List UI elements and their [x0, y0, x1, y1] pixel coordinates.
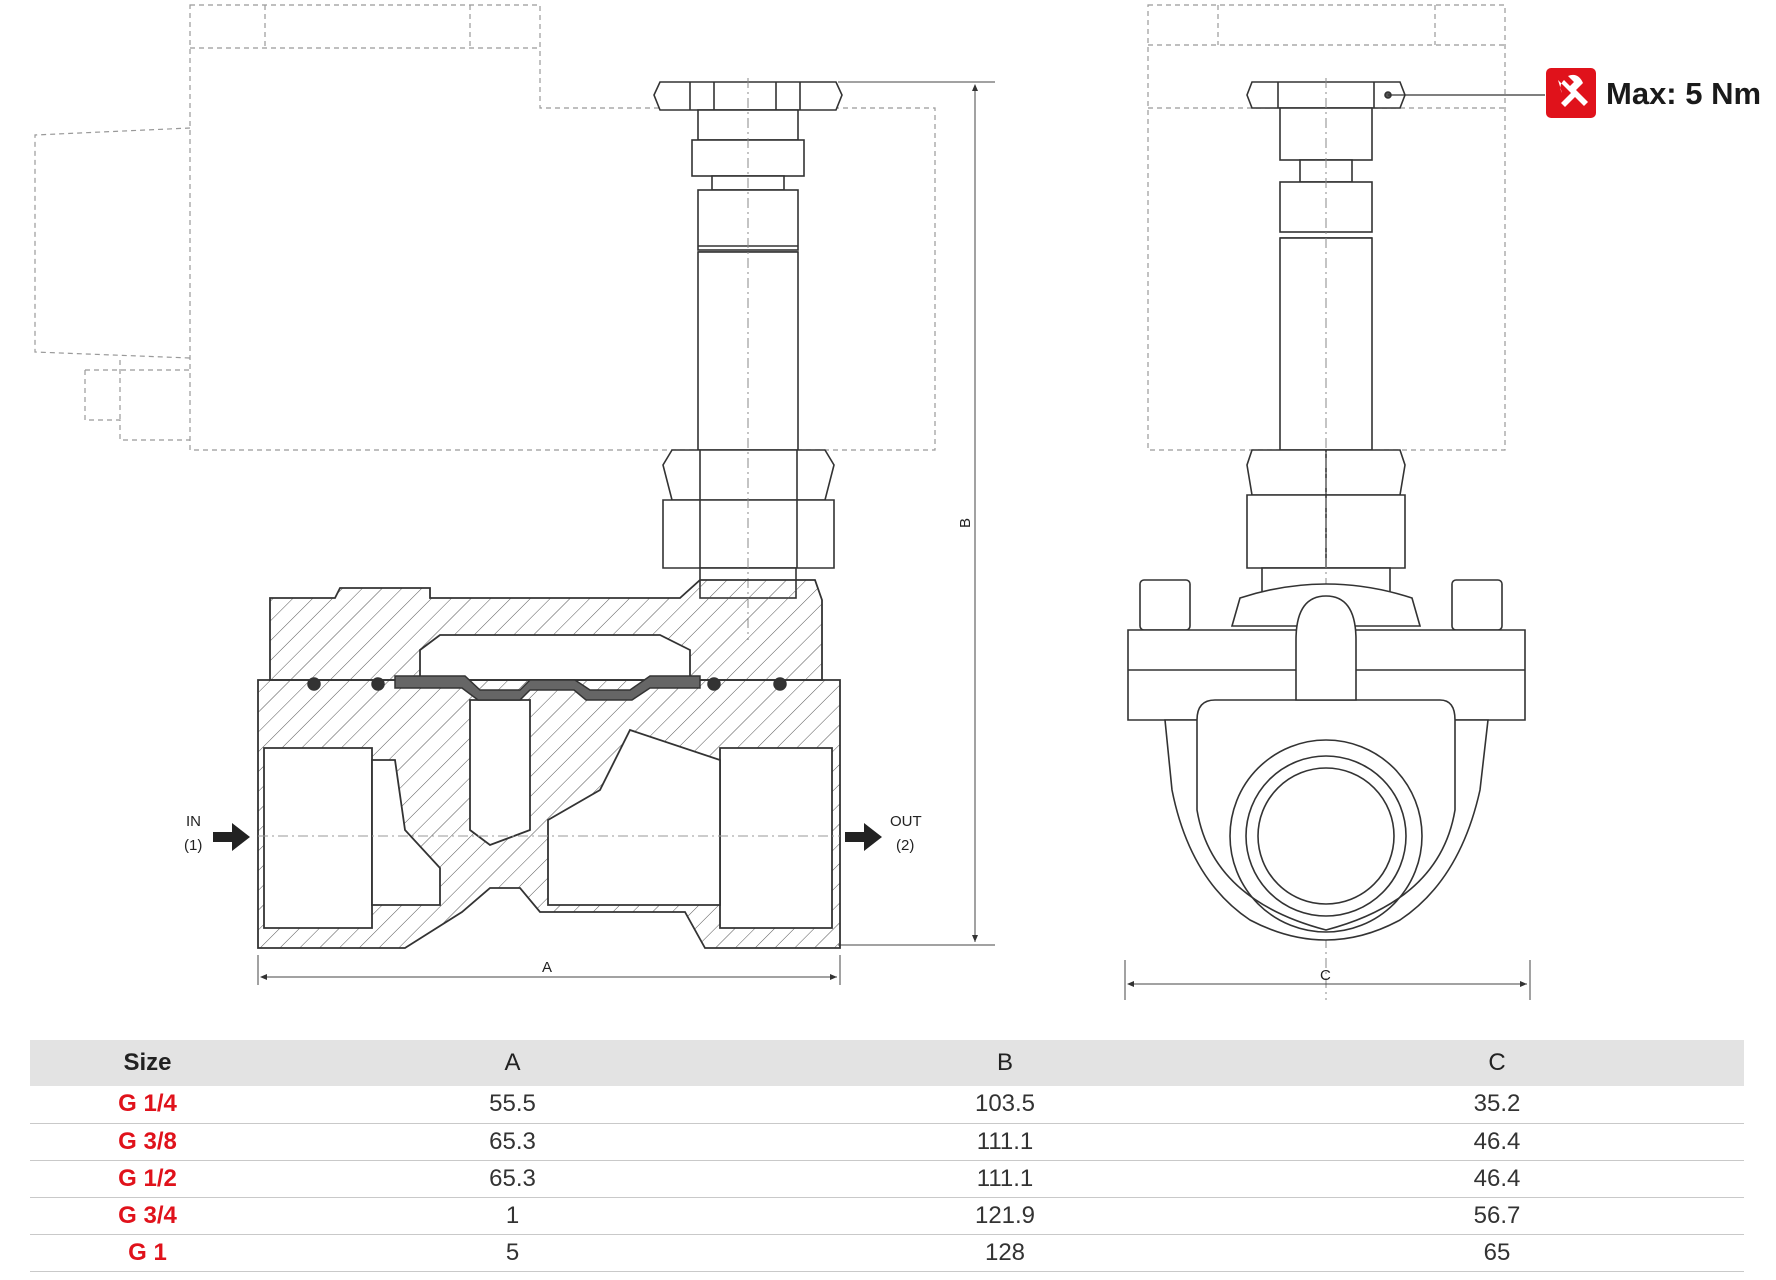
c-cell: 46.4: [1473, 1127, 1521, 1155]
dimension-a: [257, 955, 841, 985]
a-cell: 1: [505, 1201, 520, 1229]
dimension-b: [838, 81, 995, 946]
outlet-port-label: (2): [896, 837, 914, 854]
front-body: [1127, 579, 1526, 941]
b-cell: 121.9: [974, 1201, 1036, 1229]
size-cell: G 1/2: [118, 1164, 177, 1192]
table-row: G 1 5 128 65: [30, 1234, 1744, 1271]
a-cell: 65.3: [489, 1127, 536, 1155]
table-header-row: Size A B C: [30, 1040, 1744, 1086]
column-header-c: C: [1488, 1049, 1506, 1076]
b-cell: 111.1: [976, 1127, 1034, 1155]
top-nut: [653, 81, 843, 111]
outlet-arrow-icon: [845, 823, 882, 851]
dimension-c: [1124, 960, 1531, 1000]
column-header-a: A: [504, 1049, 521, 1076]
front-top-nut: [1246, 81, 1406, 109]
a-cell: 55.5: [489, 1090, 536, 1118]
diaphragm: [307, 675, 787, 701]
b-cell: 103.5: [974, 1090, 1036, 1118]
front-view: Max: 5 Nm: [1124, 4, 1761, 1000]
front-bore: [1229, 739, 1423, 933]
column-header-b: B: [996, 1049, 1013, 1076]
a-cell: 65.3: [489, 1164, 536, 1192]
table-row: G 3/4 1 121.9 56.7: [30, 1197, 1744, 1234]
c-cell: 46.4: [1473, 1164, 1521, 1192]
side-section-view: B: [34, 4, 995, 985]
size-cell: G 3/4: [118, 1201, 177, 1229]
inlet-label: IN: [186, 813, 201, 830]
valve-body: [257, 579, 841, 949]
front-coil-outline: [1147, 4, 1506, 451]
dimensions-table: Size A B C G 1/4 55.5 103.5 35.2 G 3/8 6…: [30, 1040, 1744, 1272]
inlet-arrow-icon: [213, 823, 250, 851]
size-cell: G 3/8: [118, 1127, 177, 1155]
size-cell: G 1/4: [118, 1090, 177, 1118]
outlet-label: OUT: [890, 813, 922, 830]
dimension-b-label: B: [957, 518, 974, 528]
c-cell: 65: [1483, 1238, 1511, 1266]
coil-outline: [34, 4, 936, 451]
inlet-port-label: (1): [184, 837, 202, 854]
b-cell: 111.1: [976, 1164, 1034, 1192]
table-row: G 1/4 55.5 103.5 35.2: [30, 1086, 1744, 1123]
wrench-icon: [1546, 68, 1596, 118]
b-cell: 128: [984, 1238, 1026, 1266]
table-row: G 3/8 65.3 111.1 46.4: [30, 1123, 1744, 1160]
dimension-a-label: A: [542, 959, 552, 976]
column-header-size: Size: [123, 1049, 172, 1076]
a-cell: 5: [505, 1238, 520, 1266]
size-cell: G 1: [128, 1238, 167, 1266]
torque-text: Max: 5 Nm: [1606, 76, 1761, 111]
dimension-c-label: C: [1320, 967, 1331, 984]
c-cell: 35.2: [1473, 1090, 1521, 1118]
c-cell: 56.7: [1473, 1201, 1521, 1229]
table-row: G 1/2 65.3 111.1 46.4: [30, 1160, 1744, 1197]
valve-technical-drawing: B: [34, 4, 1761, 1000]
